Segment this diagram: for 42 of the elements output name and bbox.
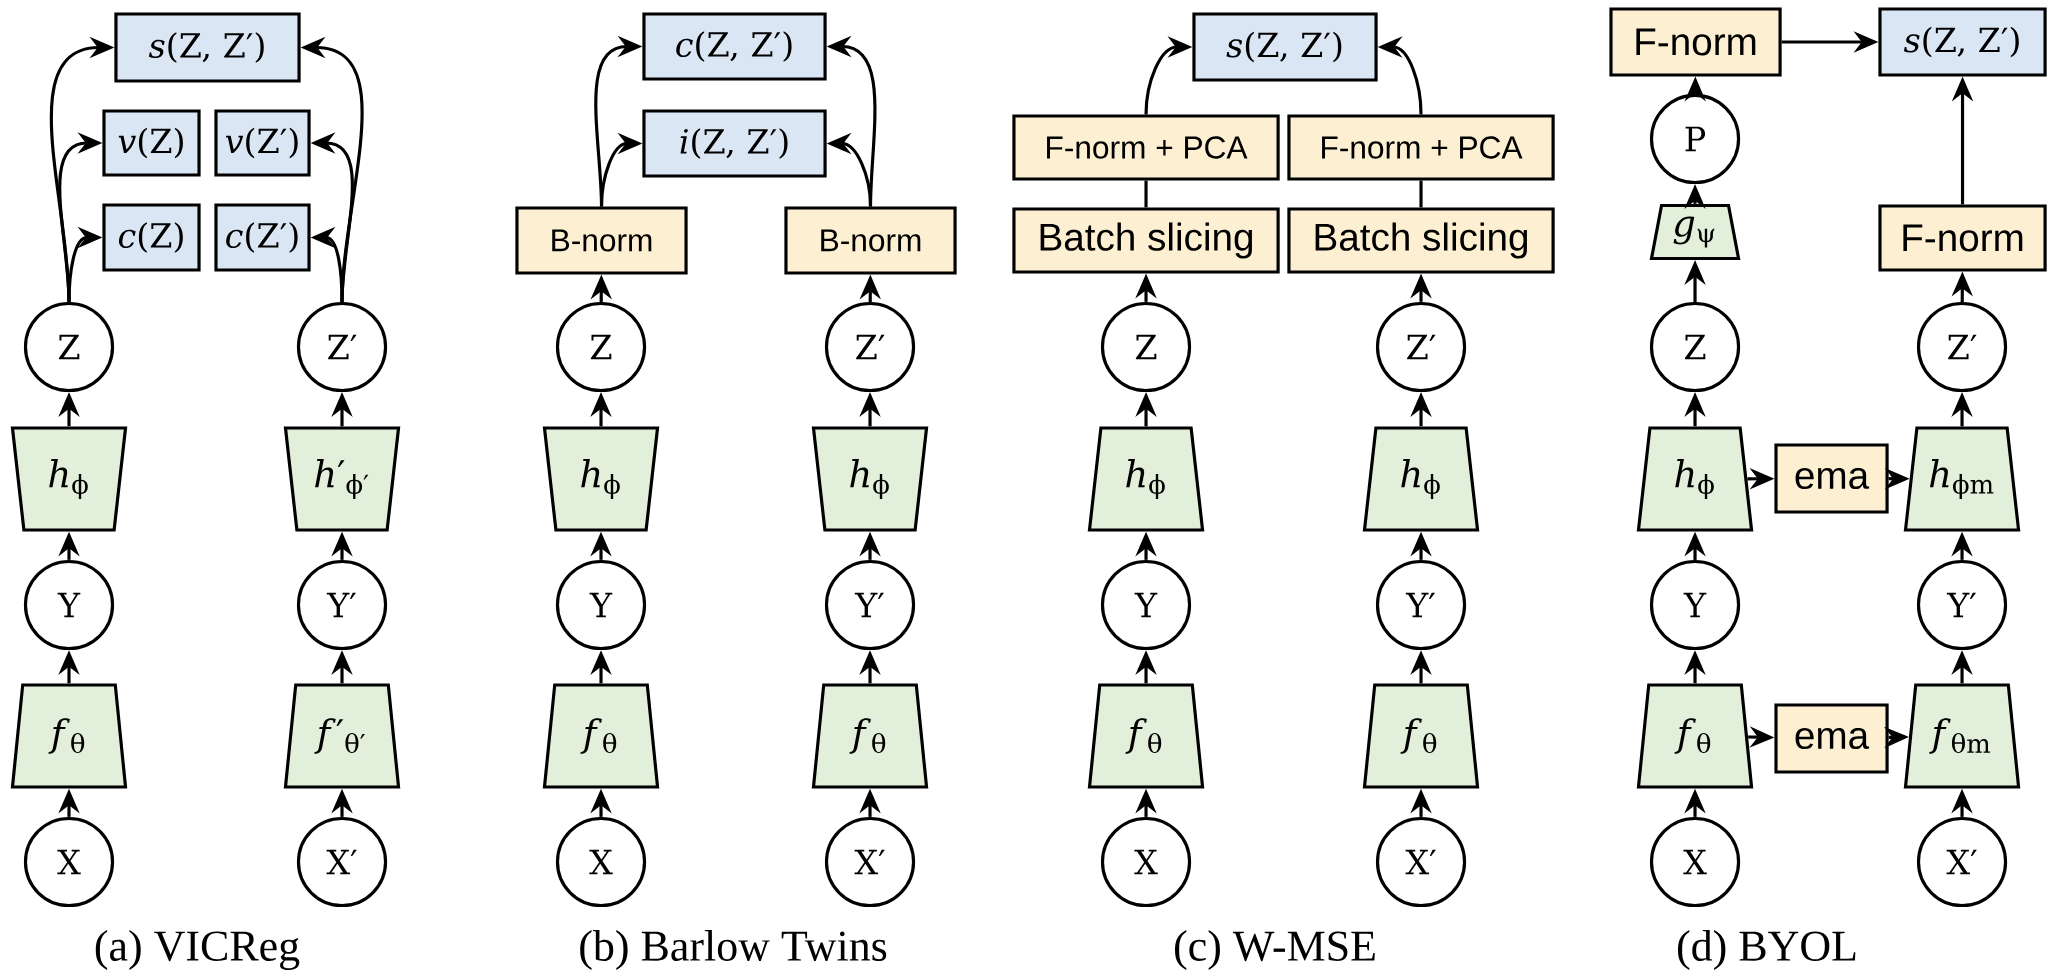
network-trapezoid: h$_{ϕm}$ — [1903, 426, 2021, 532]
network-trapezoid: h$_{ϕ}$ — [542, 426, 660, 532]
network-trapezoid: h′$_{ϕ′}$ — [283, 426, 401, 532]
subfigure-caption: (a) VICReg — [95, 930, 300, 970]
network-trapezoid: f$_{θ}$ — [10, 683, 128, 789]
loss-box: s(Z, Z′) — [114, 12, 301, 83]
operation-box: B-norm — [784, 206, 957, 275]
loss-box: s(Z, Z′) — [1878, 7, 2047, 77]
network-trapezoid: f$_{θm}$ — [1903, 683, 2021, 789]
loss-box: v(Z) — [102, 109, 201, 177]
operation-box: F-norm — [1609, 7, 1782, 77]
subfigure-caption: (d) BYOL — [1678, 930, 1856, 970]
connector-line — [1144, 180, 1148, 208]
connector-line — [1419, 180, 1423, 208]
operation-box: F-norm — [1878, 204, 2047, 272]
loss-box: c(Z, Z′) — [642, 12, 827, 81]
loss-box: c(Z) — [102, 203, 201, 272]
network-trapezoid: h$_{ϕ}$ — [811, 426, 929, 532]
network-trapezoid: f$_{θ}$ — [811, 683, 929, 789]
network-trapezoid: h$_{ϕ}$ — [1362, 426, 1480, 532]
network-trapezoid: f$_{θ}$ — [1087, 683, 1205, 789]
loss-box: c(Z′) — [214, 203, 311, 272]
operation-box: Batch slicing — [1287, 207, 1555, 274]
network-trapezoid: h$_{ϕ}$ — [1636, 426, 1754, 532]
network-trapezoid: f$_{θ}$ — [1636, 683, 1754, 789]
network-trapezoid: g$_{ψ}$ — [1649, 203, 1741, 261]
operation-box: F-norm + PCA — [1012, 114, 1280, 181]
loss-box: v(Z′) — [214, 109, 311, 177]
subfigure-caption: (c) W-MSE — [1175, 930, 1375, 970]
operation-box: F-norm + PCA — [1287, 114, 1555, 181]
network-trapezoid: h$_{ϕ}$ — [10, 426, 128, 532]
operation-box: B-norm — [515, 206, 688, 275]
network-trapezoid: f$_{θ}$ — [1362, 683, 1480, 789]
network-trapezoid: f$_{θ}$ — [542, 683, 660, 789]
loss-box: i(Z, Z′) — [642, 109, 827, 178]
operation-box: Batch slicing — [1012, 207, 1280, 274]
network-trapezoid: f′$_{θ′}$ — [283, 683, 401, 789]
operation-box: ema — [1774, 703, 1889, 774]
operation-box: ema — [1774, 443, 1889, 514]
subfigure-caption: (b) Barlow Twins — [580, 930, 887, 970]
loss-box: s(Z, Z′) — [1192, 12, 1378, 82]
network-trapezoid: h$_{ϕ}$ — [1087, 426, 1205, 532]
